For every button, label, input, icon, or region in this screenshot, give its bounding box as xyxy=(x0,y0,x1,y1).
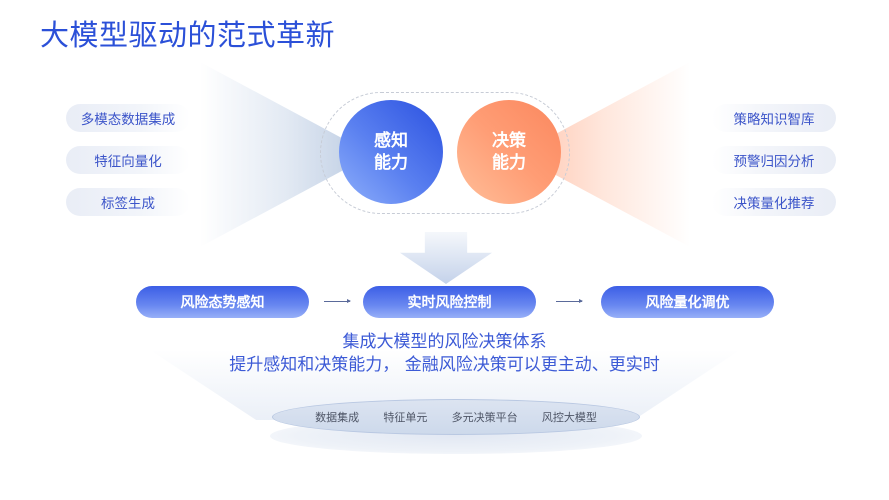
summary-line-1: 集成大模型的风险决策体系 xyxy=(342,332,547,352)
platform-item-risk-llm: 风控大模型 xyxy=(541,411,597,424)
page-title: 大模型驱动的范式革新 xyxy=(40,18,336,52)
left-pill-label-gen: 标签生成 xyxy=(66,188,190,216)
flow-step-quant-tuning: 风险量化调优 xyxy=(601,286,774,318)
right-pill-strategy-kb: 策略知识智库 xyxy=(712,104,836,132)
perception-label-2: 能力 xyxy=(374,153,408,173)
decision-label-1: 决策 xyxy=(492,131,526,151)
arrow-right-icon xyxy=(556,299,583,303)
down-arrow-icon xyxy=(400,232,492,284)
platform-item-decision-platform: 多元决策平台 xyxy=(451,411,518,424)
arrow-right-icon xyxy=(324,299,351,303)
right-pill-alert-attribution: 预警归因分析 xyxy=(712,146,836,174)
platform-item-data-integration: 数据集成 xyxy=(315,411,360,424)
summary-line-2: 提升感知和决策能力， 金融风险决策可以更主动、更实时 xyxy=(229,355,660,375)
decision-circle: 决策 能力 xyxy=(457,100,561,204)
left-pill-multimodal: 多模态数据集成 xyxy=(66,104,190,132)
flow-step-risk-awareness: 风险态势感知 xyxy=(136,286,309,318)
left-pill-feature-vector: 特征向量化 xyxy=(66,146,190,174)
perception-circle: 感知 能力 xyxy=(339,100,443,204)
capability-capsule xyxy=(320,92,570,214)
perception-label-1: 感知 xyxy=(374,131,408,151)
platform-item-feature-unit: 特征单元 xyxy=(383,411,428,424)
flow-step-realtime-control: 实时风险控制 xyxy=(363,286,536,318)
right-pill-decision-recommend: 决策量化推荐 xyxy=(712,188,836,216)
platform-base: 数据集成 特征单元 多元决策平台 风控大模型 xyxy=(272,399,640,435)
decision-label-2: 能力 xyxy=(492,153,526,173)
